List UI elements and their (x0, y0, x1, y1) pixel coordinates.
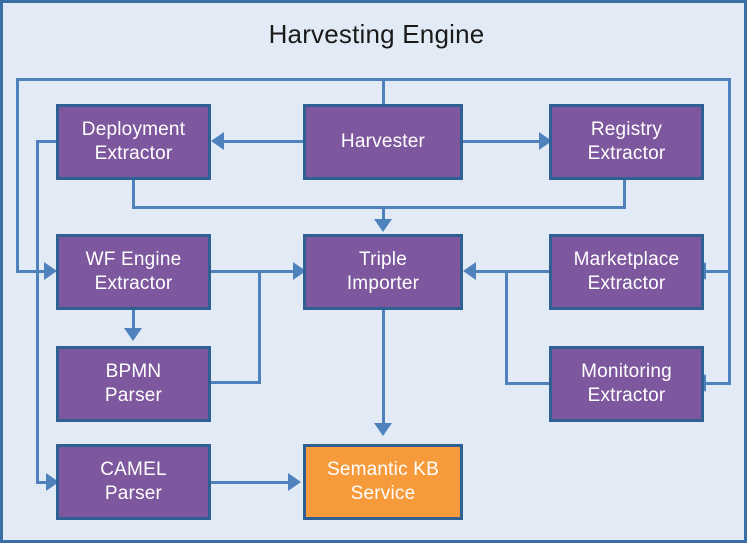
edge-harvester-to-registry (463, 140, 543, 143)
node-deployment-extractor[interactable]: Deployment Extractor (56, 104, 211, 180)
edge-deployment-left-stub (36, 140, 58, 143)
edge-bpmn-right-stub (211, 381, 261, 384)
arrowhead-camel-parser (46, 473, 59, 491)
edge-to-camel-parser (36, 481, 48, 484)
edge-camel-to-semantic-kb (211, 481, 296, 484)
edge-mid-rail (132, 206, 626, 209)
node-triple-importer[interactable]: Triple Importer (303, 234, 463, 310)
edge-mid-rail-to-triple (382, 206, 385, 222)
node-marketplace-extractor[interactable]: Marketplace Extractor (549, 234, 704, 310)
edge-harvester-to-deployment (221, 140, 303, 143)
edge-marketplace-to-triple (473, 270, 551, 273)
edge-left-inner-drop (36, 140, 39, 483)
edge-wf-to-bpmn (132, 308, 135, 330)
edge-monitoring-left-stub (505, 382, 553, 385)
arrowhead-deployment-extractor (211, 132, 224, 150)
node-monitoring-extractor[interactable]: Monitoring Extractor (549, 346, 704, 422)
edge-wf-to-triple (211, 270, 303, 273)
edge-registry-down-stub (623, 180, 626, 209)
node-bpmn-parser[interactable]: BPMN Parser (56, 346, 211, 422)
node-label: WF Engine Extractor (85, 249, 182, 294)
arrowhead-triple-importer-right (463, 262, 476, 280)
node-label: Triple Importer (346, 249, 420, 294)
arrowhead-triple-importer-left (293, 262, 306, 280)
arrowhead-wf-engine-extractor (44, 262, 57, 280)
node-label: Semantic KB Service (326, 459, 440, 504)
arrowhead-semantic-kb-service-top (374, 423, 392, 436)
edge-left-outer-drop (16, 78, 19, 272)
edge-to-wf-engine (16, 270, 46, 273)
arrowhead-semantic-kb-service-left (288, 473, 301, 491)
node-label: Registry Extractor (587, 119, 666, 164)
node-label: Deployment Extractor (81, 119, 186, 164)
edge-to-monitoring (703, 382, 730, 385)
node-label: Marketplace Extractor (573, 249, 680, 294)
node-semantic-kb-service[interactable]: Semantic KB Service (303, 444, 463, 520)
node-label: CAMEL Parser (100, 459, 167, 504)
edge-bpmn-riser (258, 270, 261, 384)
node-harvester[interactable]: Harvester (303, 104, 463, 180)
node-registry-extractor[interactable]: Registry Extractor (549, 104, 704, 180)
node-wf-engine-extractor[interactable]: WF Engine Extractor (56, 234, 211, 310)
arrowhead-bpmn-parser (124, 328, 142, 341)
edge-harvester-up-stub (382, 78, 385, 106)
node-camel-parser[interactable]: CAMEL Parser (56, 444, 211, 520)
edge-right-outer-drop (728, 78, 731, 385)
edge-to-marketplace (703, 270, 730, 273)
diagram-title: Harvesting Engine (268, 19, 485, 49)
arrowhead-triple-importer-top (374, 219, 392, 232)
edge-deployment-down-stub (132, 180, 135, 209)
edge-triple-to-semantic-kb (382, 308, 385, 425)
node-label: Harvester (340, 131, 426, 153)
edge-top-rail (16, 78, 731, 81)
arrowhead-registry-extractor (539, 132, 552, 150)
edge-monitoring-riser (505, 270, 508, 385)
node-label: BPMN Parser (104, 361, 163, 406)
node-label: Monitoring Extractor (581, 361, 672, 406)
